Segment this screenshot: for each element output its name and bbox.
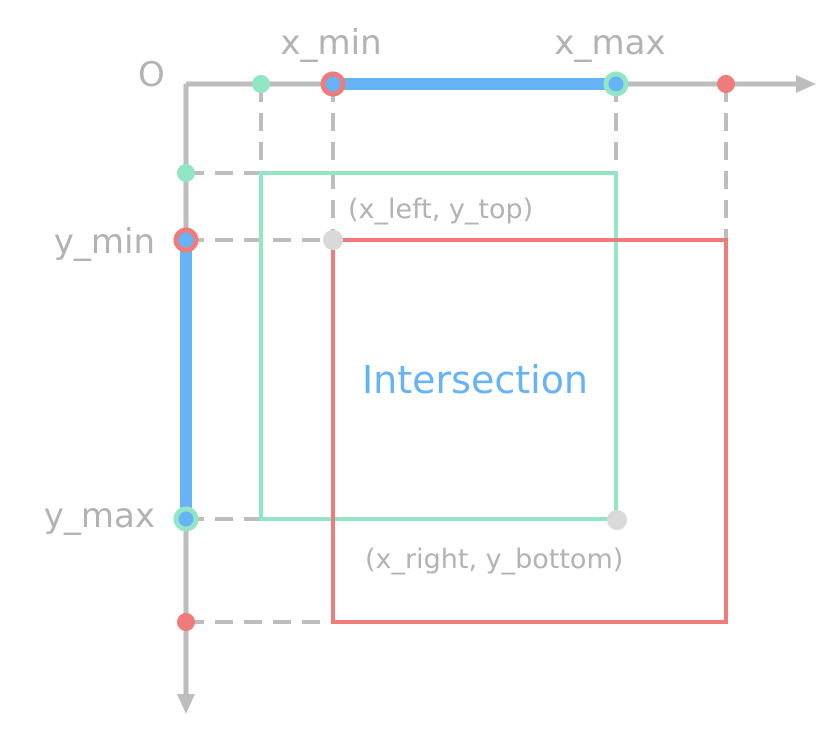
green-box bbox=[259, 171, 618, 521]
point-red-x-right bbox=[717, 75, 735, 93]
y-axis-arrow bbox=[177, 694, 195, 714]
red-box bbox=[331, 238, 728, 624]
bottom-right-corner-label: (x_right, y_bottom) bbox=[365, 544, 623, 575]
x-min-label: x_min bbox=[280, 23, 381, 63]
point-red-y-bottom bbox=[177, 613, 195, 631]
x-max-label: x_max bbox=[554, 23, 665, 63]
point-green-y-top bbox=[177, 164, 195, 182]
point-green-x-left bbox=[252, 75, 270, 93]
projection-lines bbox=[186, 84, 728, 624]
origin-label: O bbox=[138, 55, 165, 95]
point-x-max bbox=[603, 71, 629, 97]
point-y-max bbox=[173, 506, 199, 532]
point-y-min bbox=[173, 227, 199, 253]
intersection-label: Intersection bbox=[362, 358, 588, 402]
point-x-min bbox=[320, 71, 346, 97]
point-top-left-corner bbox=[323, 230, 343, 250]
point-bottom-right-corner bbox=[607, 510, 627, 530]
top-left-corner-label: (x_left, y_top) bbox=[348, 194, 533, 225]
y-max-label: y_max bbox=[44, 496, 155, 536]
y-min-label: y_min bbox=[54, 222, 155, 262]
x-axis-arrow bbox=[796, 75, 816, 93]
